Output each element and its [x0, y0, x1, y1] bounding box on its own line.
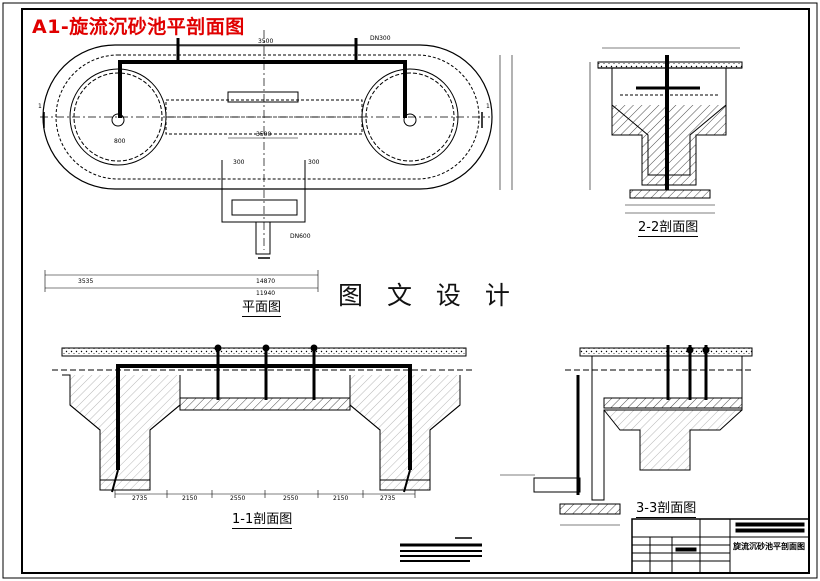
- section-11-label: 1-1剖面图: [232, 512, 293, 529]
- plan-dim-300a: 300: [233, 159, 245, 166]
- sec11-dim-5: 2150: [333, 495, 348, 502]
- drawing-name: 旋流沉砂池平剖面图: [732, 541, 805, 551]
- plan-dim-total1: 14870: [256, 278, 275, 285]
- sec11-dim-6: 2735: [380, 495, 395, 502]
- notes-block: [400, 537, 482, 562]
- plan-dim-left: 3535: [78, 278, 93, 285]
- section-22-label: 2-2剖面图: [638, 220, 699, 237]
- plan-view: [40, 30, 513, 292]
- section-22-view: [589, 47, 743, 214]
- watermark-text: 图 文 设 计: [338, 281, 518, 310]
- sheet-title: A1-旋流沉砂池平剖面图: [32, 16, 245, 38]
- plan-dim-800: 800: [114, 138, 126, 145]
- plan-pipe-label-1: DN300: [370, 35, 391, 42]
- plan-text: 3500 3500 800 300 300 14870 11940 3535 D…: [38, 35, 490, 297]
- section-33-label: 3-3剖面图: [636, 501, 697, 518]
- sheet-inner-border: [21, 8, 810, 574]
- section-33-view: [500, 345, 753, 526]
- plan-marker-2: 1: [38, 103, 42, 110]
- sec11-dim-4: 2550: [283, 495, 298, 502]
- sec11-dim-1: 2735: [132, 495, 147, 502]
- plan-dim-300b: 300: [308, 159, 320, 166]
- plan-view-label: 平面图: [242, 300, 282, 317]
- sec11-dim-3: 2550: [230, 495, 245, 502]
- plan-dim-top: 3500: [258, 38, 273, 45]
- plan-marker-1: 1: [486, 103, 490, 110]
- plan-dim-mid: 3500: [256, 131, 271, 138]
- section-11-view: [52, 344, 472, 498]
- sec11-dim-2: 2150: [182, 495, 197, 502]
- section-11-dims: 2735 2150 2550 2550 2150 2735: [132, 495, 395, 502]
- title-block: [631, 518, 810, 574]
- plan-dim-total2: 11940: [256, 290, 275, 297]
- plan-pipe-label-2: DN600: [290, 233, 311, 240]
